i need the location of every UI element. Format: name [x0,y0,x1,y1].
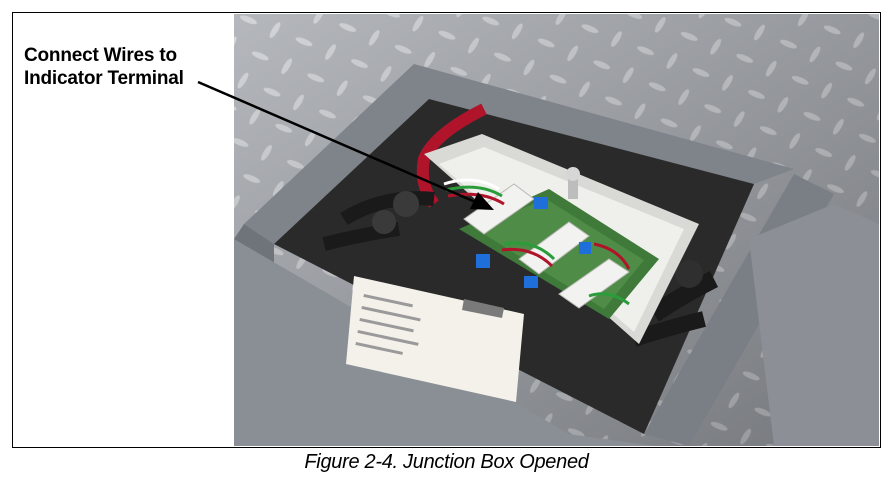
callout-line-1: Connect Wires to [24,45,177,66]
callout-line-2: Indicator Terminal [24,68,184,89]
callout-label: Connect Wires to Indicator Terminal [24,44,224,90]
junction-box-photo [234,14,879,446]
figure-caption: Figure 2-4. Junction Box Opened [304,451,589,473]
